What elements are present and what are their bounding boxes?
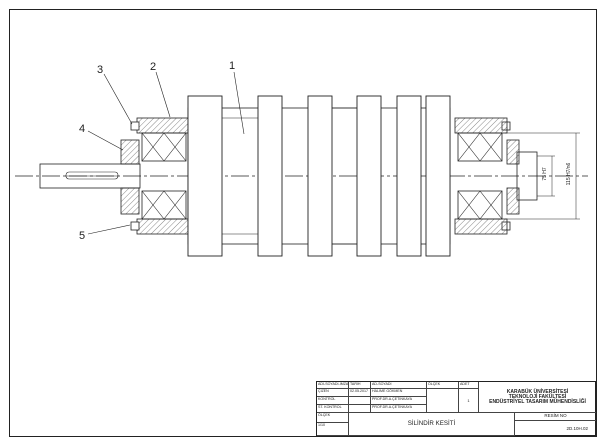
- keyway-slot: [65, 171, 119, 180]
- callout-3: 3: [97, 64, 103, 76]
- right-cover-bottom: [506, 187, 520, 215]
- row-1-role: ÇİZEN: [317, 389, 349, 397]
- part-title: SİLİNDİR KESİTİ: [349, 413, 515, 436]
- left-housing-top: [136, 117, 190, 134]
- school-line-1: KARABÜK ÜNİVERSİTESİ: [506, 388, 569, 395]
- right-housing-top: [454, 117, 508, 134]
- row-2-role: KONTROL: [317, 397, 349, 405]
- left-cover-bottom: [120, 187, 140, 215]
- title-block: ADI-SOYADI-İMZA TARİH AD-SOYADI ÖLÇEK AD…: [316, 381, 596, 436]
- bolt-bottom-left: [130, 221, 140, 231]
- school-line-2: TEKNOLOJİ FAKÜLTESİ: [508, 393, 567, 400]
- right-end-plate: [516, 151, 538, 201]
- disc-5: [396, 95, 422, 257]
- school-line-3: ENDÜSTRİYEL TASARIM MÜHENDİSLİĞİ: [489, 398, 586, 405]
- row-3-date: [349, 405, 371, 413]
- right-bearing-bottom: [457, 190, 503, 220]
- right-bearing-top: [457, 132, 503, 162]
- callout-4: 4: [79, 123, 85, 135]
- school-name: KARABÜK ÜNİVERSİTESİ TEKNOLOJİ FAKÜLTESİ…: [479, 382, 596, 413]
- row-1-date: 02.05.2017: [349, 389, 371, 397]
- callout-2: 2: [150, 61, 156, 73]
- dimension-outer: 115 H7/n6: [566, 162, 572, 185]
- disc-1: [187, 95, 223, 257]
- left-cover-top: [120, 139, 140, 165]
- disc-4: [356, 95, 382, 257]
- left-bearing-bottom: [141, 190, 187, 220]
- header-sheet: ADET: [459, 382, 479, 389]
- quantity: 1: [459, 389, 479, 413]
- right-housing-bottom: [454, 218, 508, 235]
- drawing-no: 2D.10H.02: [566, 426, 588, 431]
- scale-value: 1/10: [317, 423, 349, 436]
- row-3-name: PROF.DR.A.ÇETİNKAYA: [371, 405, 427, 413]
- callout-1: 1: [229, 60, 235, 72]
- header-scale: ÖLÇEK: [427, 382, 459, 389]
- header-date: TARİH: [349, 382, 371, 389]
- dimension-inner: 75 H7: [542, 167, 548, 181]
- callout-5: 5: [79, 230, 85, 242]
- left-bearing-top: [141, 132, 187, 162]
- row-1-name: HALİME GÖKMEN: [371, 389, 427, 397]
- header-role: ADI-SOYADI-İMZA: [317, 382, 349, 389]
- disc-2: [257, 95, 283, 257]
- scale-cell: [427, 389, 459, 413]
- row-2-date: [349, 397, 371, 405]
- scale-label: ÖLÇEK: [317, 413, 349, 423]
- left-housing-bottom: [136, 218, 190, 235]
- drawing-no-label: RESİM NO: [515, 413, 596, 421]
- header-name: AD-SOYADI: [371, 382, 427, 389]
- disc-6: [425, 95, 451, 257]
- drawing-frame: [9, 9, 597, 437]
- row-3-role: ST. KONTROL: [317, 405, 349, 413]
- shaft-left: [39, 163, 141, 189]
- row-2-name: PROF.DR.A.ÇETİNKAYA: [371, 397, 427, 405]
- disc-3: [307, 95, 333, 257]
- bolt-top-left: [130, 121, 140, 131]
